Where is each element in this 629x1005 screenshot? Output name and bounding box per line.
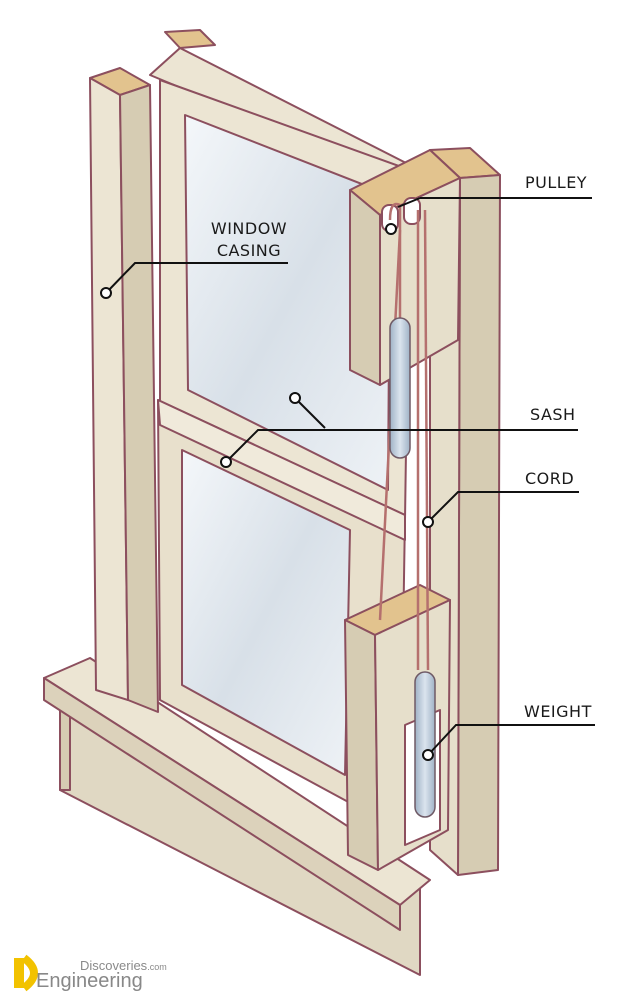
- right-jamb-face: [457, 174, 501, 876]
- label-pulley: PULLEY: [525, 173, 588, 192]
- casing-leader: [105, 262, 288, 294]
- label-cord: CORD: [525, 469, 575, 488]
- pulley-leader: [397, 197, 421, 208]
- leader-dots: [100, 223, 434, 761]
- label-weight: WEIGHT: [524, 702, 592, 721]
- label-sash: SASH: [530, 405, 576, 424]
- lower-pocket-face: [344, 619, 379, 871]
- engineering-discoveries-logo: [14, 954, 38, 992]
- pulley-dot: [385, 223, 397, 235]
- weight-leader: [427, 724, 595, 756]
- cord-leader: [427, 491, 579, 523]
- watermark-suffix: .com: [147, 962, 167, 972]
- sash-leader: [225, 429, 578, 463]
- lower-sash-rail: [157, 399, 406, 541]
- lower-sash-glass: [181, 449, 351, 776]
- pulley-slot-right: [403, 197, 421, 225]
- sash-leader-upper: [294, 397, 326, 429]
- window-sill-front: [43, 677, 401, 931]
- weight-dot: [422, 749, 434, 761]
- casing-dot: [100, 287, 112, 299]
- leader-lines: [105, 197, 595, 756]
- upper-sash-glass: [184, 114, 391, 491]
- left-casing-side: [119, 84, 159, 713]
- sash-dot: [220, 456, 232, 468]
- label-window-casing: WINDOW CASING: [208, 218, 290, 262]
- cord-lower-2: [423, 209, 430, 671]
- watermark-discoveries: Discoveries.com: [80, 958, 167, 973]
- watermark-line1: Discoveries: [80, 958, 148, 973]
- pulley-block-face: [349, 189, 381, 386]
- top-frame-post: [164, 29, 216, 49]
- cord-upper: [388, 202, 402, 320]
- lower-weight: [414, 671, 436, 818]
- sash-dot-upper: [289, 392, 301, 404]
- label-window-casing-line1: WINDOW: [210, 219, 288, 238]
- label-window-casing-line2: CASING: [216, 241, 282, 260]
- watermark-engineering: Engineering: [36, 970, 143, 992]
- upper-weight: [389, 317, 411, 459]
- cord-dot: [422, 516, 434, 528]
